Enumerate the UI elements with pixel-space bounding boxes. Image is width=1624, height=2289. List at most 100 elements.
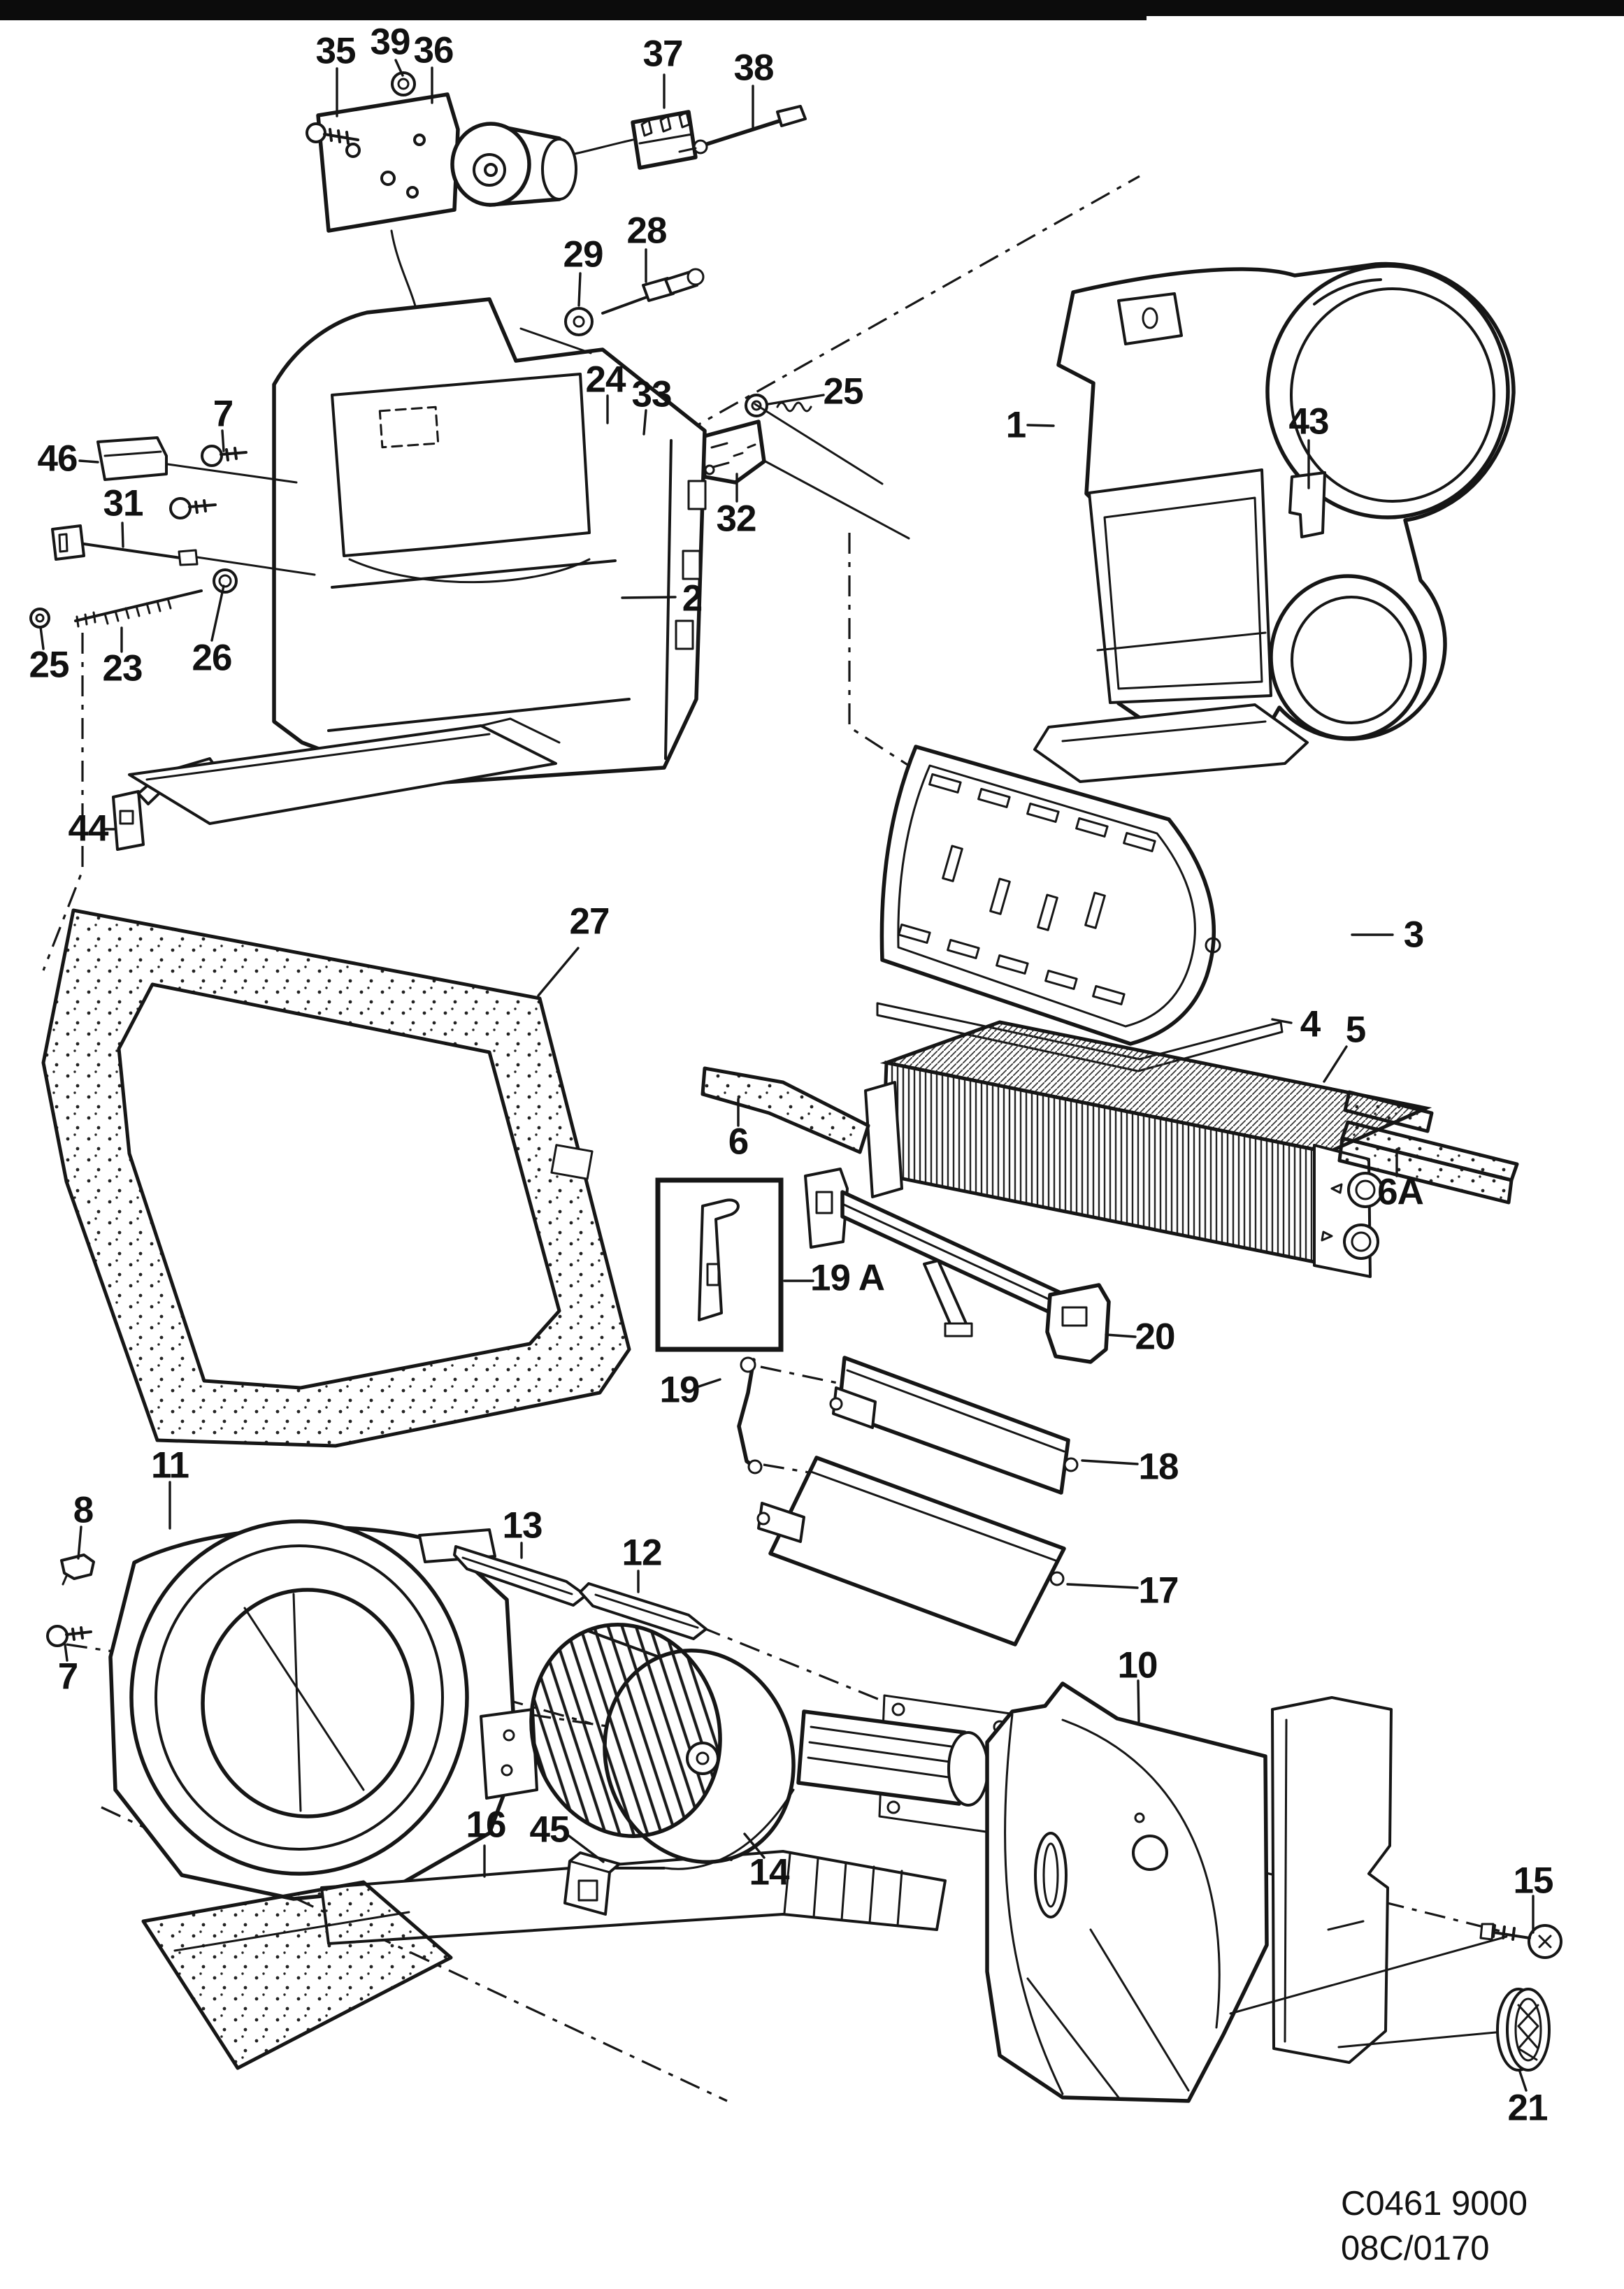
- part-label-28: 28: [627, 210, 667, 252]
- part-label-16: 16: [466, 1804, 506, 1846]
- cable-31: [51, 524, 316, 576]
- part-label-2: 2: [682, 578, 702, 619]
- part-label-29: 29: [563, 234, 603, 275]
- part-label-7a: 7: [213, 394, 233, 435]
- part-label-13: 13: [503, 1505, 542, 1547]
- part-label-26: 26: [192, 638, 232, 679]
- leader-line-2: [621, 596, 677, 599]
- leader-line-27: [537, 947, 580, 997]
- flap-46: [96, 436, 298, 484]
- leader-line-5: [1323, 1045, 1348, 1083]
- part-label-25r: 25: [824, 371, 863, 412]
- part-label-1: 1: [1006, 405, 1026, 446]
- firewall-foam-gasket-27: [41, 908, 631, 1448]
- leader-line-1: [1026, 424, 1055, 427]
- part-label-43: 43: [1289, 401, 1329, 443]
- seal-strip-12: [579, 1582, 707, 1640]
- part-label-14: 14: [749, 1852, 790, 1893]
- leader-line-17: [1066, 1583, 1139, 1589]
- leader-line-8: [77, 1526, 82, 1560]
- actuator-motor-assembly: [306, 71, 577, 337]
- leader-line-45: [565, 1832, 605, 1863]
- part-label-32: 32: [717, 498, 756, 540]
- washer-25-left: [29, 608, 50, 629]
- part-label-46: 46: [38, 438, 78, 480]
- heater-core-5: [864, 1020, 1432, 1278]
- leader-line-29: [577, 272, 582, 307]
- leader-line-4: [1271, 1018, 1293, 1024]
- leader-line-18: [1081, 1459, 1139, 1465]
- part-label-3: 3: [1404, 914, 1423, 956]
- part-label-36: 36: [414, 30, 454, 71]
- air-flap-18: [829, 1356, 1079, 1495]
- part-label-24: 24: [586, 359, 626, 401]
- foam-strip-6: [700, 1066, 870, 1154]
- seal-strip-13: [453, 1545, 587, 1607]
- blower-fan-motor-14: [529, 1623, 1016, 1870]
- part-label-12: 12: [622, 1533, 662, 1574]
- screw-35: [306, 122, 359, 145]
- leader-line-33: [642, 409, 647, 436]
- drawing-code-line1: C0461 9000: [1341, 2185, 1528, 2223]
- part-label-38: 38: [734, 48, 774, 89]
- leader-line-25r: [767, 394, 825, 406]
- part-label-20: 20: [1135, 1316, 1175, 1358]
- part-label-35: 35: [316, 31, 356, 72]
- leader-line-46: [78, 459, 99, 464]
- part-label-37: 37: [643, 34, 683, 75]
- drawing-code: C0461 9000 08C/0170: [1341, 2185, 1528, 2267]
- probe-38: [678, 105, 807, 155]
- part-label-5: 5: [1346, 1010, 1365, 1051]
- rod-assembly-20: [804, 1168, 1111, 1364]
- foam-pad-16: [141, 1880, 453, 2070]
- leader-line-10: [1137, 1679, 1140, 1723]
- leader-line-25l: [39, 626, 45, 650]
- clip-8: [60, 1553, 95, 1586]
- part-label-21: 21: [1508, 2088, 1548, 2129]
- heater-case-left: [272, 297, 707, 787]
- sensor-28: [601, 268, 705, 315]
- part-label-27: 27: [570, 901, 610, 942]
- rod-23: [74, 589, 203, 628]
- lower-tray: [128, 717, 561, 825]
- part-label-33: 33: [632, 374, 672, 415]
- part-label-4: 4: [1300, 1004, 1321, 1045]
- heater-housing-right: [1033, 261, 1516, 783]
- part-label-6: 6: [728, 1121, 748, 1163]
- leader-line-31: [121, 522, 124, 548]
- connector-45: [563, 1851, 666, 1916]
- bolt-7-lower: [46, 1625, 92, 1647]
- grommet-21: [1496, 1988, 1551, 2072]
- connector-37: [573, 110, 698, 170]
- bracket-32: [699, 419, 910, 540]
- part-label-25l: 25: [29, 645, 69, 686]
- drawing-code-line2: 08C/0170: [1341, 2230, 1490, 2267]
- bracket-43: [1288, 471, 1326, 538]
- part-label-23: 23: [103, 648, 143, 689]
- grommet-39: [391, 71, 416, 96]
- inset-box-19A: [655, 1177, 784, 1352]
- blower-housing-11: [108, 1519, 947, 1945]
- leader-line-19: [698, 1378, 721, 1388]
- grommet-26: [213, 568, 238, 594]
- washer-29: [564, 307, 594, 336]
- part-label-39: 39: [371, 22, 410, 63]
- part-label-15: 15: [1514, 1860, 1553, 1902]
- leader-line-21: [1518, 2070, 1528, 2092]
- part-label-19: 19: [660, 1370, 700, 1411]
- part-label-44: 44: [69, 808, 109, 849]
- part-label-18: 18: [1139, 1447, 1179, 1488]
- part-label-10: 10: [1118, 1645, 1158, 1686]
- cover-panel-3: [879, 745, 1221, 1046]
- part-label-45: 45: [530, 1809, 570, 1851]
- part-label-11: 11: [151, 1445, 189, 1486]
- leader-line-26: [210, 584, 225, 642]
- screw-15: [1479, 1923, 1562, 1959]
- leader-line-14: [743, 1832, 766, 1859]
- bolts-7-upper: [169, 445, 247, 519]
- part-label-8: 8: [73, 1490, 93, 1531]
- leader-line-39: [394, 59, 404, 77]
